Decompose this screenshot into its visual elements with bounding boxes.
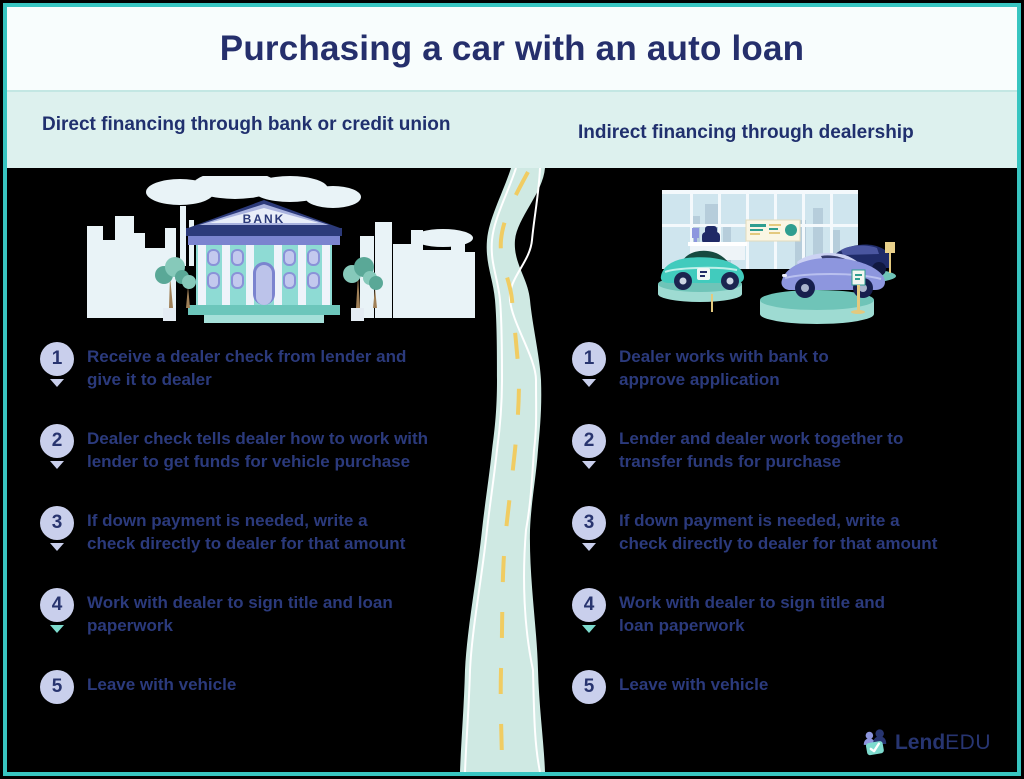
lendedu-logo-icon [863, 729, 887, 756]
dealership-illustration [658, 190, 896, 324]
chevron-down-icon [582, 461, 596, 469]
left-step-3: 3 If down payment is needed, write a che… [40, 506, 470, 588]
bank-sign-text: BANK [243, 212, 286, 226]
header: Purchasing a car with an auto loan [7, 7, 1017, 90]
step-text: Work with dealer to sign title and loan … [87, 593, 393, 635]
step-number-badge: 1 [572, 342, 606, 376]
right-step-3: 3 If down payment is needed, write a che… [572, 506, 1002, 588]
step-number-badge: 4 [40, 588, 74, 622]
bank-illustration: BANK [87, 176, 475, 323]
right-step-2: 2 Lender and dealer work together to tra… [572, 424, 1002, 506]
teal-frame: Purchasing a car with an auto loan Direc… [3, 3, 1021, 776]
left-column-heading: Direct financing through bank or credit … [42, 114, 451, 135]
step-text: Leave with vehicle [619, 675, 769, 694]
lendedu-logo: LendEDU [860, 728, 991, 758]
step-text: Lender and dealer work together to trans… [619, 429, 904, 471]
right-step-4: 4 Work with dealer to sign title and loa… [572, 588, 1002, 670]
step-number-badge: 5 [40, 670, 74, 704]
main-area: BANK [7, 168, 1017, 772]
step-text: If down payment is needed, write a check… [619, 511, 938, 553]
chevron-down-icon [582, 379, 596, 387]
step-number-badge: 5 [572, 670, 606, 704]
step-number-badge: 3 [572, 506, 606, 540]
page-title: Purchasing a car with an auto loan [219, 28, 805, 68]
step-number-badge: 2 [40, 424, 74, 458]
left-step-2: 2 Dealer check tells dealer how to work … [40, 424, 470, 506]
step-text: Receive a dealer check from lender and g… [87, 347, 407, 389]
left-step-5: 5 Leave with vehicle [40, 670, 470, 752]
right-column-heading: Indirect financing through dealership [578, 122, 914, 143]
chevron-down-icon [50, 543, 64, 551]
logo-edu: EDU [945, 731, 991, 754]
right-step-5: 5 Leave with vehicle [572, 670, 1002, 752]
left-step-4: 4 Work with dealer to sign title and loa… [40, 588, 470, 670]
step-number-badge: 2 [572, 424, 606, 458]
chevron-down-icon [50, 379, 64, 387]
left-steps-list: 1 Receive a dealer check from lender and… [40, 342, 470, 752]
step-text: Work with dealer to sign title and loan … [619, 593, 886, 635]
right-step-1: 1 Dealer works with bank to approve appl… [572, 342, 1002, 424]
chevron-down-icon [582, 543, 596, 551]
lendedu-logo-text: LendEDU [895, 731, 991, 755]
step-text: Dealer works with bank to approve applic… [619, 347, 829, 389]
right-steps-list: 1 Dealer works with bank to approve appl… [572, 342, 1002, 752]
chevron-down-icon [50, 461, 64, 469]
left-step-1: 1 Receive a dealer check from lender and… [40, 342, 470, 424]
chevron-down-icon [582, 625, 596, 633]
column-headings-band: Direct financing through bank or credit … [7, 90, 1017, 168]
step-text: Dealer check tells dealer how to work wi… [87, 429, 429, 471]
step-text: Leave with vehicle [87, 675, 237, 694]
step-number-badge: 4 [572, 588, 606, 622]
step-number-badge: 1 [40, 342, 74, 376]
step-text: If down payment is needed, write a check… [87, 511, 406, 553]
step-number-badge: 3 [40, 506, 74, 540]
logo-lend: Lend [894, 731, 946, 754]
winding-road-illustration [460, 168, 545, 772]
chevron-down-icon [50, 625, 64, 633]
